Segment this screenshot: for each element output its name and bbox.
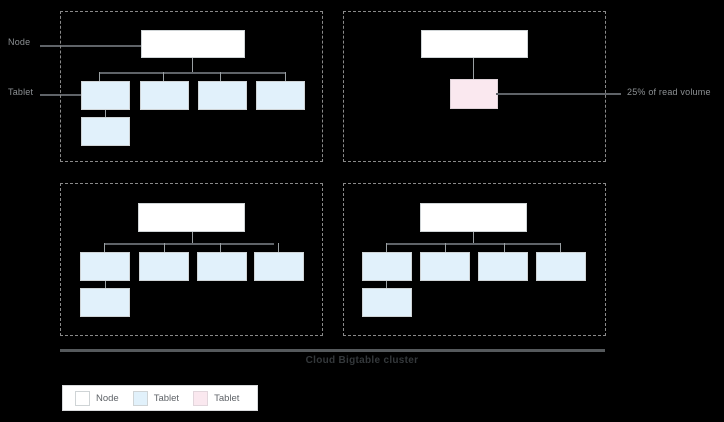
node-panel-top-right [343, 11, 606, 162]
node-box[interactable] [138, 203, 245, 232]
connector-drop [220, 72, 221, 82]
legend-label-hot-tablet: Tablet [214, 392, 240, 404]
tablet-box[interactable] [197, 252, 247, 281]
connector-drop [445, 243, 446, 253]
side-label-node: Node [8, 37, 31, 47]
node-box[interactable] [420, 203, 527, 232]
connector-drop [504, 243, 505, 253]
legend-swatch-node-icon [75, 390, 90, 406]
tablet-box[interactable] [139, 252, 189, 281]
node-panel-top-left [60, 11, 323, 162]
connector-bus [104, 243, 274, 245]
tablet-box[interactable] [420, 252, 470, 281]
connector-drop [105, 110, 106, 118]
node-box[interactable] [421, 30, 528, 58]
connector-bus [99, 72, 286, 74]
connector-node-trunk [473, 232, 474, 244]
node-panel-bottom-left [60, 183, 323, 336]
connector-drop [220, 243, 221, 253]
connector-drop [99, 72, 100, 82]
leader-line-node [40, 45, 143, 47]
tablet-box[interactable] [536, 252, 586, 281]
tablet-box[interactable] [81, 81, 130, 110]
tablet-box[interactable] [80, 288, 130, 317]
side-label-tablet: Tablet [8, 87, 34, 97]
connector-node-trunk [473, 58, 474, 80]
tablet-box[interactable] [362, 288, 412, 317]
tablet-box[interactable] [81, 117, 130, 146]
cluster-divider [60, 349, 605, 352]
legend-swatch-hot-tablet-icon [193, 390, 209, 406]
connector-drop [560, 243, 561, 253]
tablet-box[interactable] [140, 81, 189, 110]
tablet-box[interactable] [198, 81, 247, 110]
connector-drop [163, 72, 164, 82]
connector-drop [386, 281, 387, 289]
tablet-box[interactable] [478, 252, 528, 281]
cluster-caption: Cloud Bigtable cluster [305, 355, 419, 366]
connector-node-trunk [192, 232, 193, 244]
legend-label-node: Node [96, 392, 119, 404]
tablet-box[interactable] [254, 252, 304, 281]
legend-label-tablet: Tablet [153, 392, 180, 404]
legend-item-tablet: Tablet [132, 390, 180, 406]
connector-drop [285, 72, 286, 82]
legend-item-hot-tablet: Tablet [193, 390, 240, 406]
connector-drop [104, 243, 105, 253]
leader-line-tablet [40, 94, 85, 96]
connector-drop [164, 243, 165, 253]
connector-bus [386, 243, 561, 245]
connector-drop [386, 243, 387, 253]
leader-line-hot-tablet [496, 93, 621, 95]
legend-swatch-tablet-icon [132, 390, 148, 406]
connector-node-trunk [192, 58, 193, 73]
hot-tablet-box[interactable] [450, 79, 498, 109]
connector-drop [278, 243, 279, 253]
annotation-read-volume: 25% of read volume [627, 87, 711, 97]
node-box[interactable] [141, 30, 245, 58]
tablet-box[interactable] [362, 252, 412, 281]
tablet-box[interactable] [256, 81, 305, 110]
legend: Node Tablet Tablet [62, 385, 259, 411]
node-panel-bottom-right [343, 183, 606, 336]
legend-item-node: Node [75, 390, 119, 406]
tablet-box[interactable] [80, 252, 130, 281]
connector-drop [105, 281, 106, 289]
